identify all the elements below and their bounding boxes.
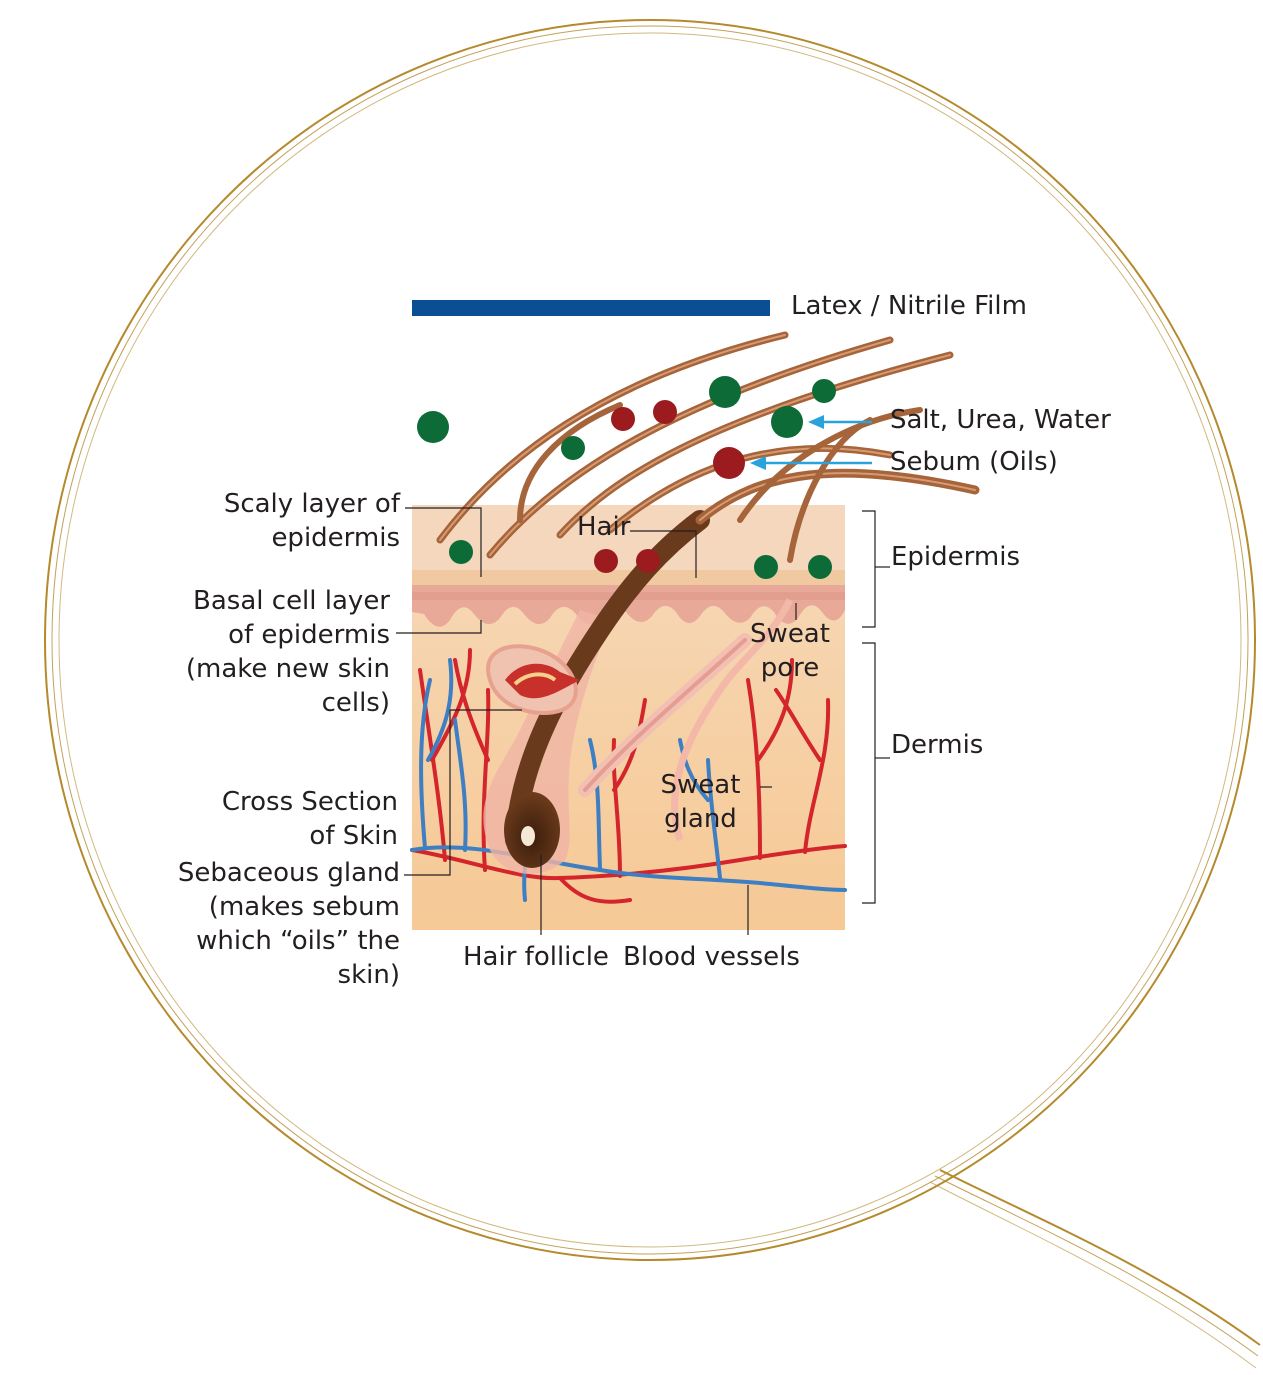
label-hair-follicle: Hair follicle	[463, 940, 609, 974]
green-dot	[709, 376, 741, 408]
legend-salt-urea-water: Salt, Urea, Water	[890, 403, 1111, 437]
green-dot	[449, 540, 473, 564]
green-dot	[417, 411, 449, 443]
label-cross-section: Cross Section of Skin	[196, 785, 398, 853]
green-dot	[812, 379, 836, 403]
red-dot	[636, 549, 660, 573]
red-dot	[611, 407, 635, 431]
green-dot	[754, 555, 778, 579]
label-epidermis: Epidermis	[891, 540, 1020, 574]
label-hair: Hair	[577, 510, 630, 544]
film-bar	[412, 300, 770, 316]
green-dot	[808, 555, 832, 579]
skin-cross-section	[412, 505, 845, 930]
label-sweat-gland: Sweat gland	[653, 768, 748, 836]
green-dot	[771, 406, 803, 438]
label-sweat-pore: Sweat pore	[744, 617, 836, 685]
label-basal-layer: Basal cell layer of epidermis (make new …	[180, 584, 390, 720]
legend-arrows	[750, 415, 872, 470]
label-scaly-layer: Scaly layer of epidermis	[200, 487, 400, 555]
label-dermis: Dermis	[891, 728, 983, 762]
label-sebaceous-gland: Sebaceous gland (makes sebum which “oils…	[165, 856, 400, 992]
label-blood-vessels: Blood vessels	[623, 940, 800, 974]
legend-sebum: Sebum (Oils)	[890, 445, 1058, 479]
film-label: Latex / Nitrile Film	[791, 289, 1027, 323]
red-dot	[713, 447, 745, 479]
green-dot	[561, 436, 585, 460]
red-dot	[653, 400, 677, 424]
red-dot	[594, 549, 618, 573]
